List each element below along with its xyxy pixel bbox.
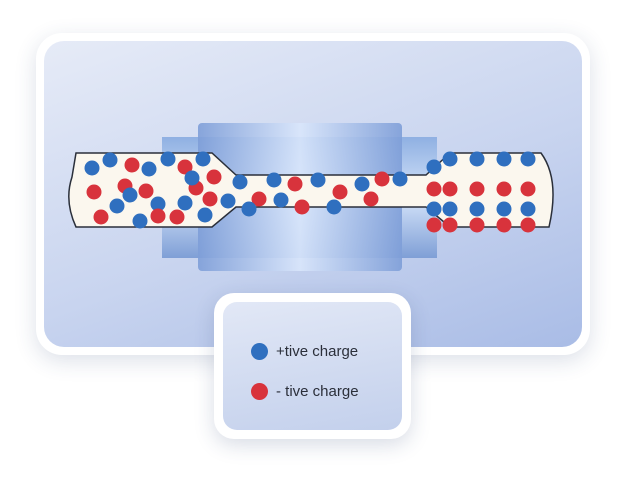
negative-charge bbox=[496, 181, 512, 197]
positive-charge bbox=[469, 151, 485, 167]
positive-charge bbox=[241, 201, 257, 217]
positive-charge bbox=[496, 151, 512, 167]
negative-charge bbox=[442, 181, 458, 197]
positive-charge bbox=[177, 195, 193, 211]
negative-charge bbox=[150, 208, 166, 224]
positive-charge bbox=[195, 151, 211, 167]
negative-charge bbox=[124, 157, 140, 173]
legend-item-negative: - tive charge bbox=[251, 383, 359, 400]
positive-charge bbox=[442, 201, 458, 217]
positive-charge bbox=[520, 201, 536, 217]
positive-charge bbox=[220, 193, 236, 209]
negative-charge bbox=[469, 217, 485, 233]
positive-charge bbox=[232, 174, 248, 190]
negative-charge bbox=[426, 217, 442, 233]
negative-charge bbox=[469, 181, 485, 197]
positive-charge bbox=[469, 201, 485, 217]
positive-charge bbox=[150, 196, 166, 212]
positive-charge bbox=[273, 192, 289, 208]
positive-charge bbox=[426, 159, 442, 175]
positive-charge bbox=[132, 213, 148, 229]
positive-charge bbox=[160, 151, 176, 167]
negative-charge bbox=[206, 169, 222, 185]
positive-charge bbox=[141, 161, 157, 177]
negative-charge bbox=[520, 181, 536, 197]
positive-charge-swatch bbox=[251, 343, 268, 360]
positive-charge bbox=[426, 201, 442, 217]
positive-charge bbox=[122, 187, 138, 203]
positive-charge bbox=[102, 152, 118, 168]
negative-charge bbox=[520, 217, 536, 233]
negative-charge bbox=[177, 159, 193, 175]
negative-charge bbox=[251, 191, 267, 207]
negative-charge bbox=[374, 171, 390, 187]
negative-charge bbox=[442, 217, 458, 233]
positive-charge bbox=[496, 201, 512, 217]
diagram-card bbox=[36, 33, 590, 355]
negative-charge bbox=[138, 183, 154, 199]
negative-charge bbox=[332, 184, 348, 200]
negative-charge-swatch bbox=[251, 383, 268, 400]
negative-charge bbox=[287, 176, 303, 192]
charge-dots bbox=[84, 151, 536, 233]
legend-card: +tive charge - tive charge bbox=[214, 293, 411, 439]
positive-charge bbox=[392, 171, 408, 187]
negative-charge bbox=[202, 191, 218, 207]
negative-charge bbox=[169, 209, 185, 225]
positive-charge bbox=[354, 176, 370, 192]
negative-charge bbox=[93, 209, 109, 225]
negative-charge bbox=[86, 184, 102, 200]
positive-charge bbox=[442, 151, 458, 167]
charge-channel-diagram bbox=[68, 123, 554, 271]
positive-charge-label: +tive charge bbox=[276, 343, 359, 360]
negative-charge-label: - tive charge bbox=[276, 383, 359, 400]
legend-panel: +tive charge - tive charge bbox=[223, 302, 402, 430]
positive-charge bbox=[266, 172, 282, 188]
negative-charge bbox=[363, 191, 379, 207]
positive-charge bbox=[109, 198, 125, 214]
positive-charge bbox=[197, 207, 213, 223]
positive-charge bbox=[310, 172, 326, 188]
legend-item-positive: +tive charge bbox=[251, 343, 358, 360]
positive-charge bbox=[326, 199, 342, 215]
negative-charge bbox=[294, 199, 310, 215]
positive-charge bbox=[520, 151, 536, 167]
positive-charge bbox=[184, 170, 200, 186]
diagram-panel bbox=[44, 41, 582, 347]
positive-charge bbox=[84, 160, 100, 176]
negative-charge bbox=[496, 217, 512, 233]
negative-charge bbox=[426, 181, 442, 197]
